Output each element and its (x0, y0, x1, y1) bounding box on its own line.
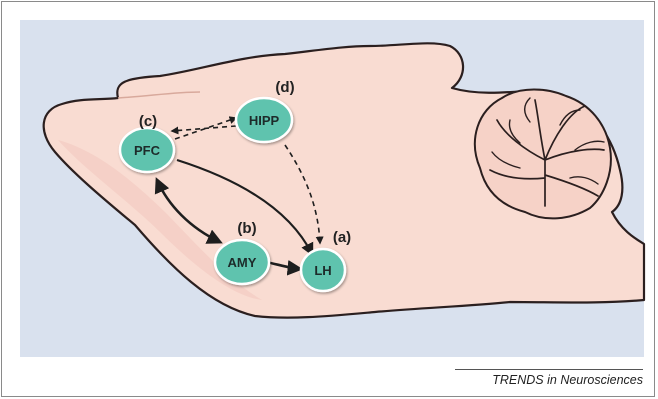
amy-tag: (b) (237, 220, 256, 237)
hipp-tag: (d) (275, 79, 294, 96)
lh-label: LH (314, 263, 331, 278)
node-lh: LH (301, 249, 345, 291)
node-pfc: PFC (120, 128, 174, 172)
source-credit: TRENDS in Neurosciences (455, 369, 643, 387)
lh-tag: (a) (333, 229, 351, 246)
pfc-label: PFC (134, 143, 161, 158)
hipp-label: HIPP (249, 113, 280, 128)
node-hipp: HIPP (236, 98, 292, 142)
amy-label: AMY (228, 255, 257, 270)
pfc-tag: (c) (139, 113, 157, 130)
node-amy: AMY (215, 240, 269, 284)
